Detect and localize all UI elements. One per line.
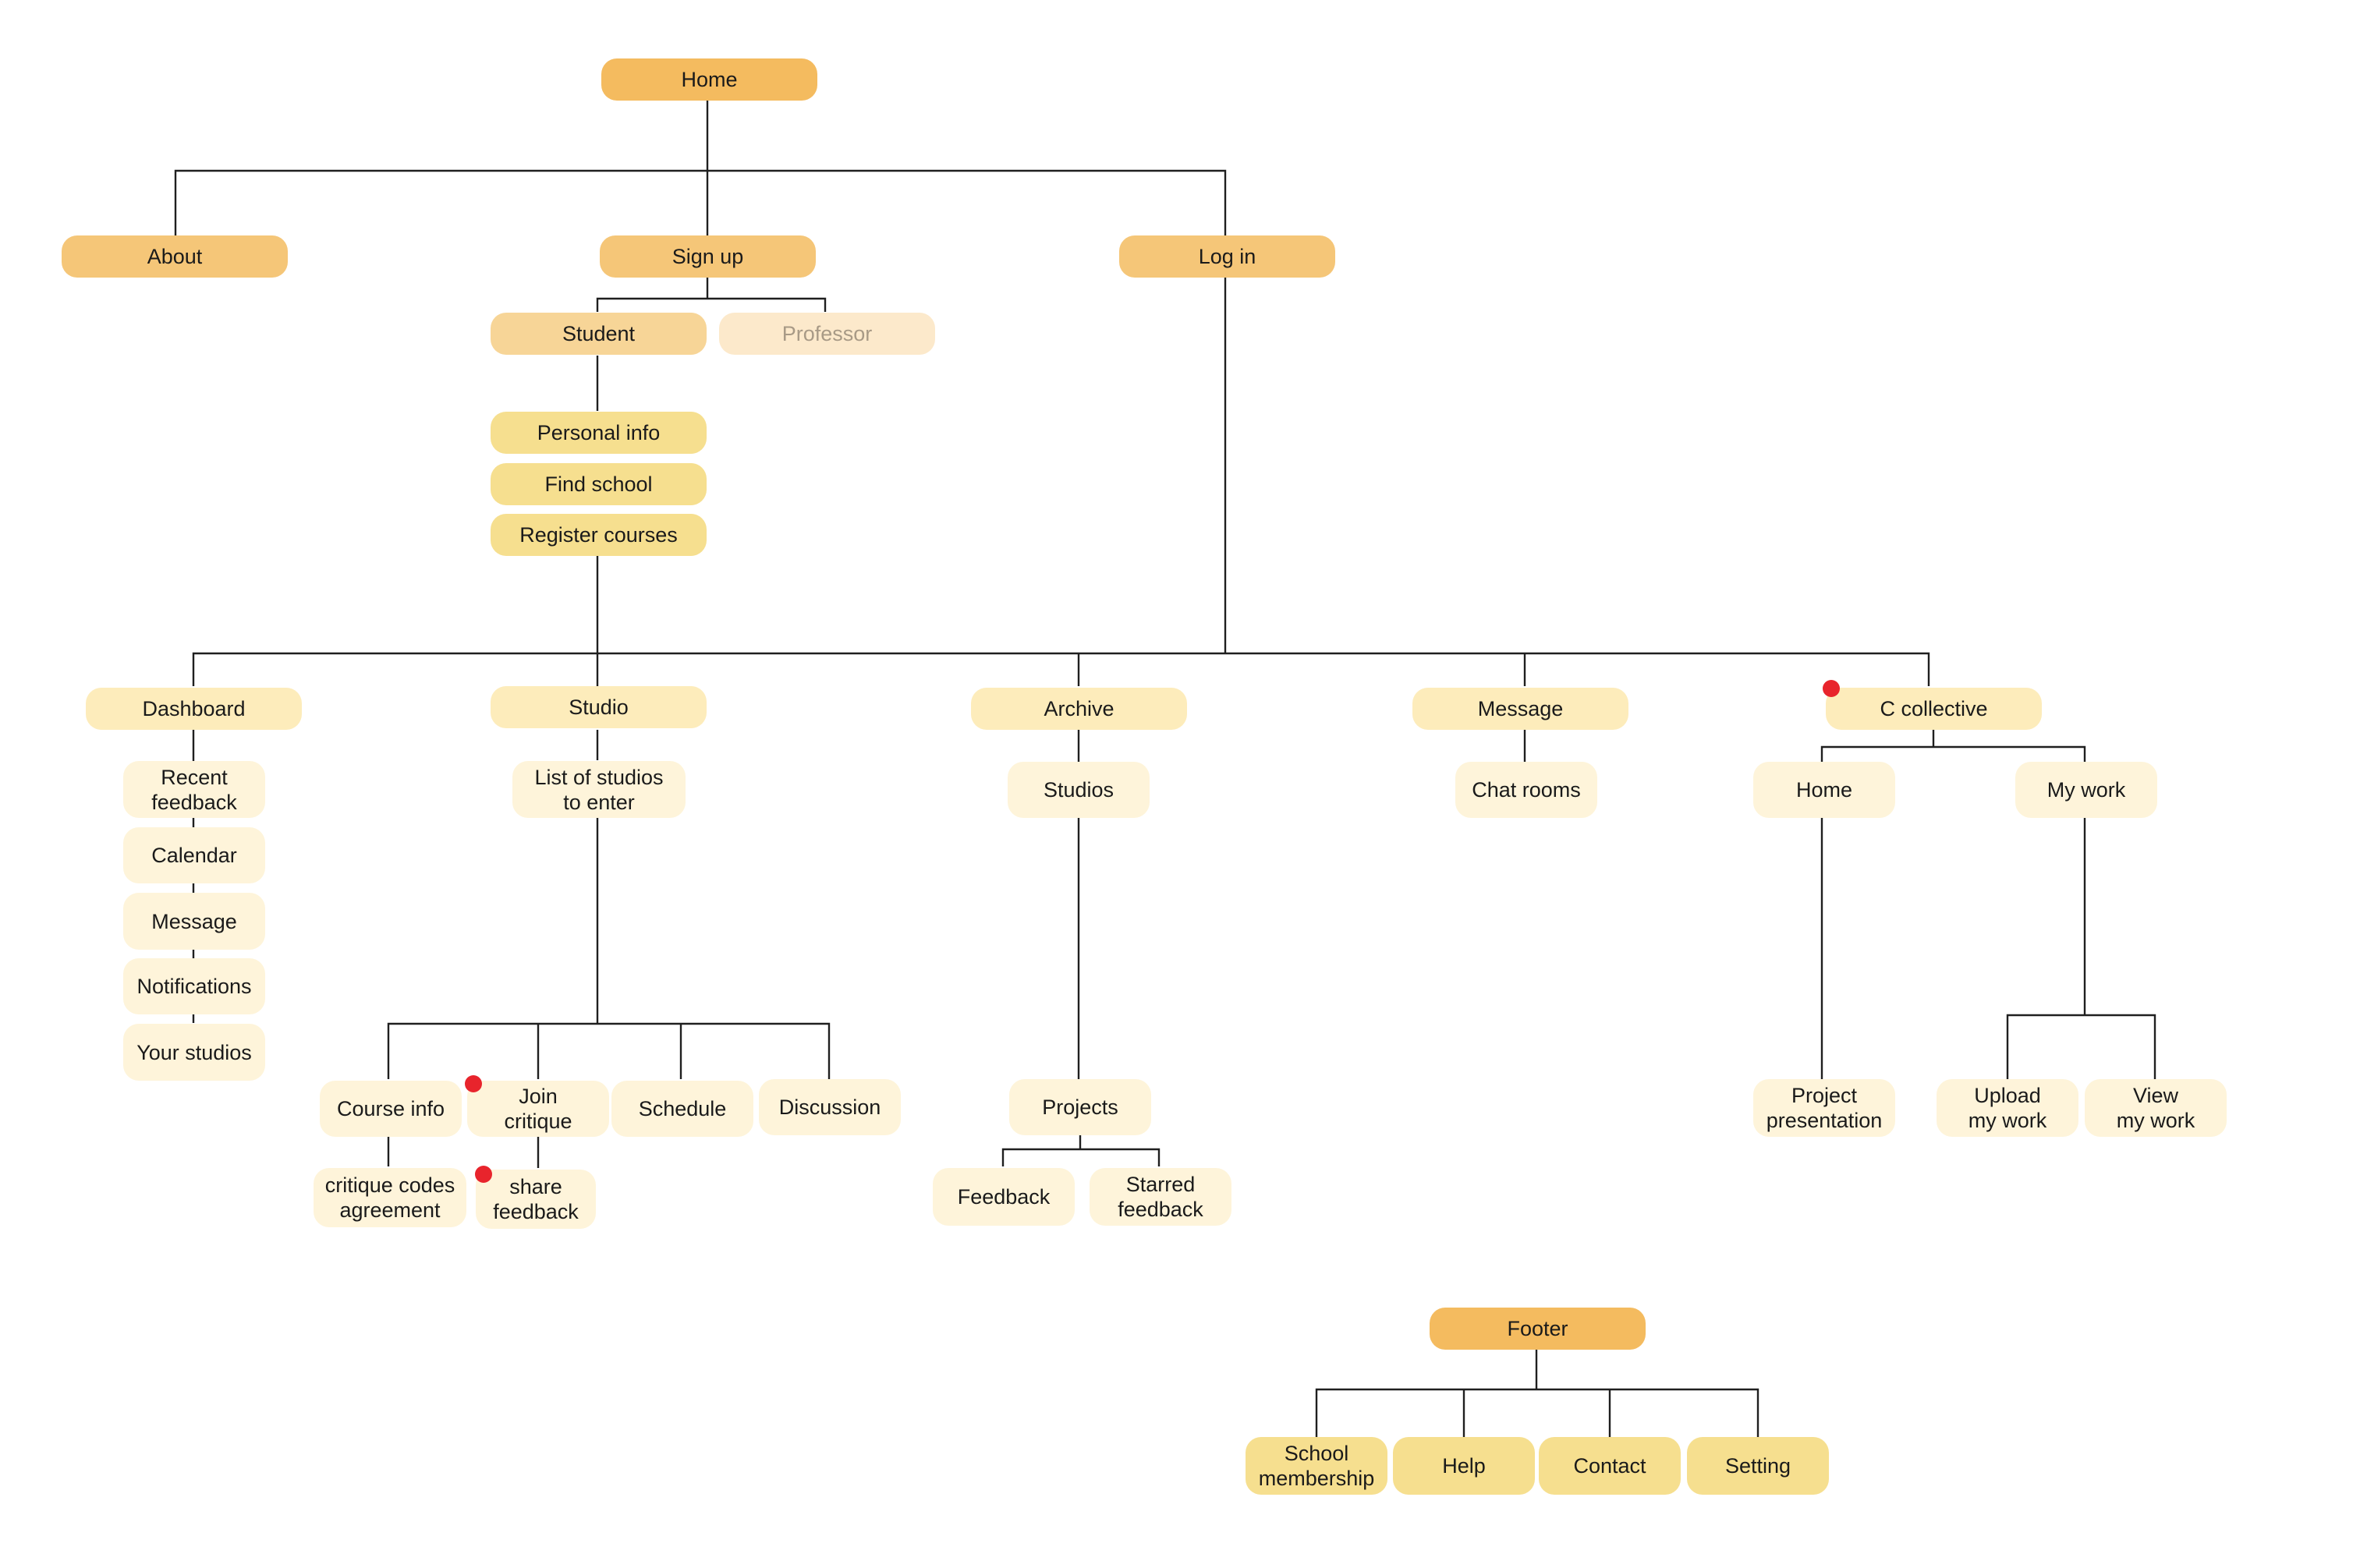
node-your-studios[interactable]: Your studios (123, 1024, 265, 1081)
node-join-critique[interactable]: Join critique (467, 1081, 609, 1137)
node-help[interactable]: Help (1393, 1437, 1535, 1495)
node-course-info[interactable]: Course info (320, 1081, 462, 1137)
connector-signup-bar (596, 297, 827, 312)
node-discussion[interactable]: Discussion (759, 1079, 901, 1135)
node-signup[interactable]: Sign up (600, 235, 816, 278)
marker-c-collective (1823, 680, 1840, 697)
node-find-school[interactable]: Find school (491, 463, 707, 505)
node-school-membership[interactable]: School membership (1246, 1437, 1387, 1495)
connector-projects-bar (1001, 1148, 1161, 1166)
connector-home-bar (174, 169, 1227, 235)
node-professor[interactable]: Professor (719, 313, 935, 355)
node-schedule[interactable]: Schedule (611, 1081, 753, 1137)
node-notifications[interactable]: Notifications (123, 958, 265, 1014)
node-login[interactable]: Log in (1119, 235, 1335, 278)
node-projects[interactable]: Projects (1009, 1079, 1151, 1135)
node-home[interactable]: Home (601, 58, 817, 101)
node-studios[interactable]: Studios (1008, 762, 1150, 818)
node-my-work[interactable]: My work (2015, 762, 2157, 818)
node-share-feedback[interactable]: share feedback (476, 1170, 596, 1229)
node-list-of-studios[interactable]: List of studios to enter (512, 761, 686, 818)
node-view-my-work[interactable]: View my work (2085, 1079, 2227, 1137)
connector-studio-bar (387, 1022, 831, 1079)
node-upload-my-work[interactable]: Upload my work (1937, 1079, 2078, 1137)
node-calendar[interactable]: Calendar (123, 827, 265, 883)
node-c-collective[interactable]: C collective (1826, 688, 2042, 730)
node-register-courses[interactable]: Register courses (491, 514, 707, 556)
connector-cc-bar (1820, 745, 2086, 762)
node-starred-feedback[interactable]: Starred feedback (1090, 1168, 1231, 1226)
node-dashboard[interactable]: Dashboard (86, 688, 302, 730)
node-setting[interactable]: Setting (1687, 1437, 1829, 1495)
node-feedback[interactable]: Feedback (933, 1168, 1075, 1226)
node-message[interactable]: Message (1412, 688, 1628, 730)
node-footer[interactable]: Footer (1430, 1308, 1646, 1350)
marker-share-feedback (475, 1166, 492, 1183)
node-dash-message[interactable]: Message (123, 893, 265, 950)
node-recent-feedback[interactable]: Recent feedback (123, 761, 265, 818)
node-cc-home[interactable]: Home (1753, 762, 1895, 818)
connector-mywork-bar (2006, 1014, 2156, 1079)
node-studio[interactable]: Studio (491, 686, 707, 728)
node-contact[interactable]: Contact (1539, 1437, 1681, 1495)
node-chat-rooms[interactable]: Chat rooms (1455, 762, 1597, 818)
node-critique-codes[interactable]: critique codes agreement (314, 1168, 466, 1227)
node-archive[interactable]: Archive (971, 688, 1187, 730)
node-personal-info[interactable]: Personal info (491, 412, 707, 454)
marker-join-critique (465, 1075, 482, 1092)
node-project-presentation[interactable]: Project presentation (1753, 1079, 1895, 1137)
connector-footer-bar (1315, 1388, 1759, 1437)
node-student[interactable]: Student (491, 313, 707, 355)
node-about[interactable]: About (62, 235, 288, 278)
connector-main-bar (192, 652, 1930, 686)
